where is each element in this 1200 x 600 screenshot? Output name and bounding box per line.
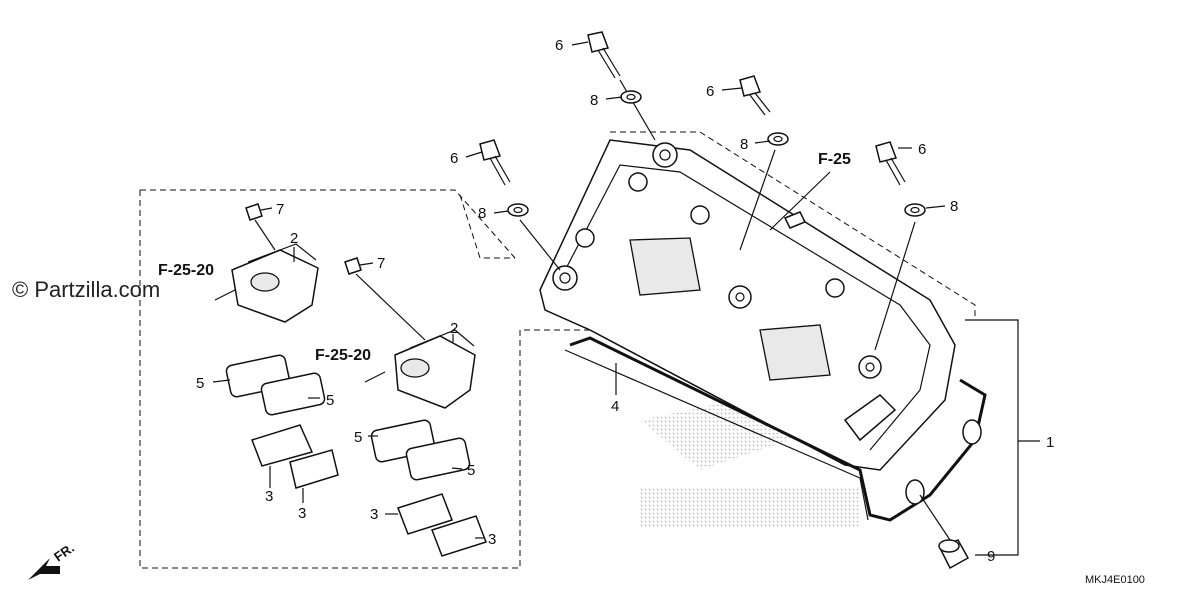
callout-8c: 8 [478, 205, 486, 222]
callout-6c: 6 [450, 150, 458, 167]
sealing-washers [507, 90, 926, 217]
ref-label-coil-a: F-25-20 [158, 262, 214, 279]
front-direction-arrow-icon: FR. [28, 540, 77, 580]
callout-6a: 6 [555, 37, 563, 54]
callout-1: 1 [1046, 434, 1054, 451]
callout-2a: 2 [290, 230, 298, 247]
ignition-coil-b [344, 257, 476, 409]
group-frame-coils [139, 189, 600, 569]
callout-8d: 8 [950, 198, 958, 215]
callout-5b: 5 [326, 392, 334, 409]
callout-7b: 7 [377, 255, 385, 272]
callout-8b: 8 [740, 136, 748, 153]
coil-insulators [251, 424, 487, 557]
coil-seals [225, 354, 471, 481]
callout-6b: 6 [706, 83, 714, 100]
callout-5d: 5 [467, 462, 475, 479]
diagram-code: MKJ4E0100 [1085, 574, 1145, 586]
callout-5c: 5 [354, 429, 362, 446]
cover-bolt-c [479, 139, 561, 271]
cover-bolt-b [739, 75, 776, 251]
callout-6d: 6 [918, 141, 926, 158]
watermark-text: © Partzilla.com [12, 277, 160, 302]
callout-3a: 3 [265, 488, 273, 505]
group-frame-cover [459, 131, 976, 320]
leader-lines [212, 41, 1040, 556]
ref-label-coil-b: F-25-20 [315, 347, 371, 364]
callout-9: 9 [987, 548, 995, 565]
ignition-coil-a [231, 203, 319, 323]
callout-2b: 2 [450, 320, 458, 337]
callout-4: 4 [611, 398, 619, 415]
callout-3b: 3 [298, 505, 306, 522]
callout-3d: 3 [488, 531, 496, 548]
svg-text:FR.: FR. [51, 540, 77, 564]
head-cover-gasket [564, 336, 987, 522]
cover-bolt-d [874, 141, 916, 351]
callout-7a: 7 [276, 201, 284, 218]
callout-8a: 8 [590, 92, 598, 109]
ref-label-main: F-25 [818, 151, 851, 168]
grommet [919, 494, 970, 570]
callout-5a: 5 [196, 375, 204, 392]
callout-3c: 3 [370, 506, 378, 523]
cover-bolt-a [587, 31, 656, 141]
